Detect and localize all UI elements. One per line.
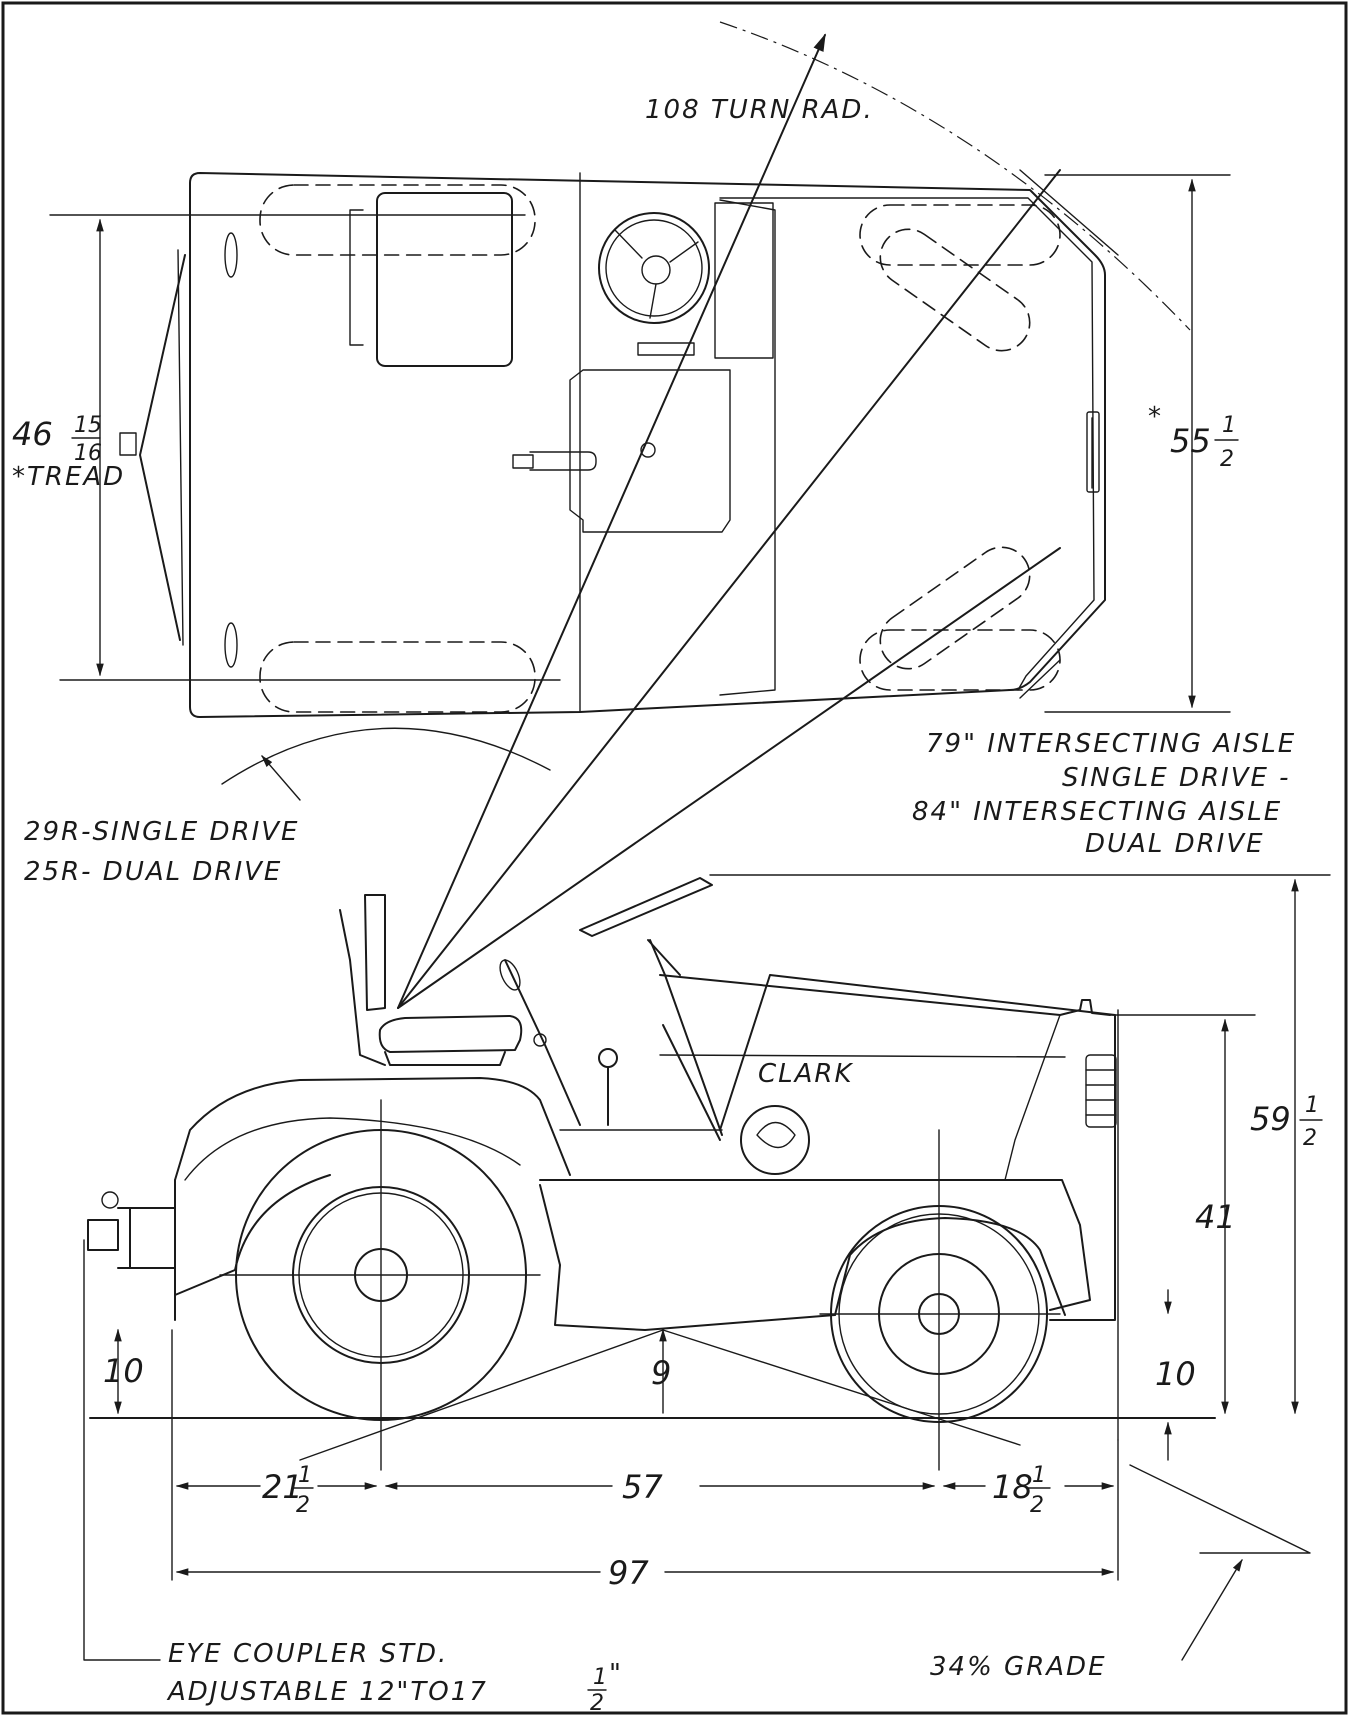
front-wheel-left-dashed [859,204,1061,266]
coupler-frac-num: 1 [593,1665,607,1690]
side-view [87,874,1331,1471]
brake-lever [504,959,581,1126]
overall-height-num: 1 [1305,1093,1319,1118]
rear-fender [174,1077,571,1181]
steering-column [649,939,723,1136]
steering-wheel-top-view [598,212,710,324]
coupler-inch-mark: " [609,1659,623,1689]
front-overhang-den: 2 [1030,1493,1044,1518]
coupler-line-2: ADJUSTABLE 12"TO17 [166,1677,488,1707]
aisle-line-4: DUAL DRIVE [1085,829,1265,859]
overall-length-value: 97 [608,1554,649,1592]
width-star: * [1148,402,1163,432]
rear-overhang-num: 1 [298,1463,312,1488]
front-fender [834,1217,1066,1316]
rear-hitch-plate [139,254,186,641]
inner-radius-label-2: 25R- DUAL DRIVE [24,857,282,887]
coupler-frac-den: 2 [590,1691,604,1716]
cowl-panel [719,199,776,696]
grade-lines [1129,1464,1311,1554]
turning-radius-lines [397,33,1061,1009]
front-overhang-value: 18 [992,1468,1033,1506]
width-fraction-num: 1 [1222,413,1236,438]
grade-label: 34% GRADE [930,1652,1107,1682]
tread-fraction-num: 15 [74,413,102,438]
tread-value: 46 [12,415,53,453]
rear-overhang-value: 21 [262,1468,303,1506]
side-view-dimensions [83,878,1311,1661]
inner-radius-label-1: 29R-SINGLE DRIVE [24,817,299,847]
seat-side [378,1015,523,1053]
turn-radius-label: 108 TURN RAD. [645,95,874,125]
tread-fraction-den: 16 [74,441,102,466]
steering-wheel-side [579,877,713,937]
rear-wheel-left-dashed [259,184,536,256]
labels: 108 TURN RAD. 46 15 16 *TREAD * 55 1 2 7… [12,95,1323,1716]
shift-lever-top-view [529,451,597,471]
rear-hitch [87,1191,176,1269]
aisle-line-1: 79" INTERSECTING AISLE [926,729,1296,759]
rear-wheel-right-dashed [259,641,536,713]
coupler-line-1: EYE COUPLER STD. [168,1639,448,1669]
tread-label: *TREAD [12,462,125,492]
overall-height-value: 59 [1250,1100,1291,1138]
wheelbase-value: 57 [622,1468,663,1506]
width-fraction-den: 2 [1220,447,1234,472]
seat-top-view [376,192,513,367]
console-top-view [569,369,731,533]
width-value: 55 [1170,422,1211,460]
rear-height-value: 10 [1155,1355,1196,1393]
top-view [49,21,1231,718]
gear-shift-knob [598,1048,618,1126]
cowl-height-value: 41 [1195,1198,1236,1236]
aisle-line-3: 84" INTERSECTING AISLE [912,797,1282,827]
rear-overhang-den: 2 [296,1493,310,1518]
frame-rail [539,1179,1091,1311]
hitch-height-value: 10 [103,1352,144,1390]
turn-radius-arc [719,21,1191,331]
seat-back [364,894,386,1011]
front-overhang-num: 1 [1032,1463,1046,1488]
overall-height-den: 2 [1303,1126,1317,1151]
brand-label: CLARK [758,1059,854,1089]
brand-emblem [740,1105,810,1175]
aisle-line-2: SINGLE DRIVE - [1062,763,1291,793]
front-grille-slot [1086,411,1100,493]
hood-vent [1085,1054,1117,1128]
ground-clearance-value: 9 [651,1354,671,1392]
coupler-leader [83,1239,161,1661]
